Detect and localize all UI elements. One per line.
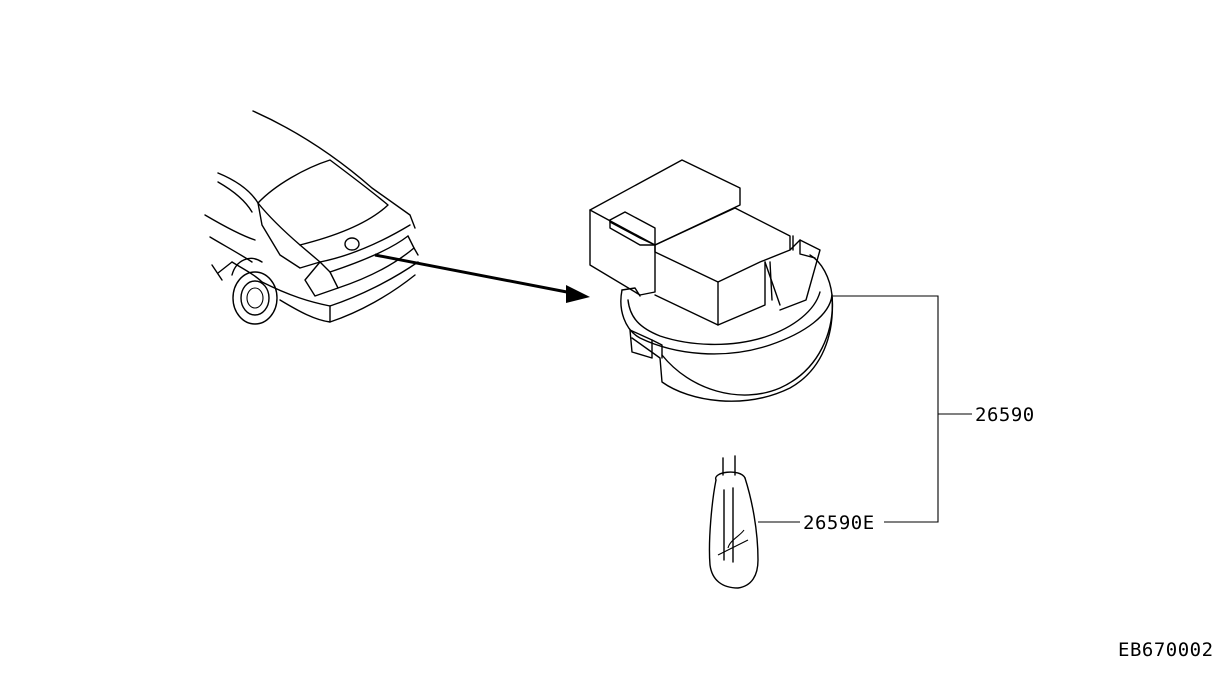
diagram-code: EB670002 bbox=[1118, 639, 1214, 661]
leader-lines bbox=[758, 295, 972, 523]
license-lamp-assembly bbox=[589, 159, 834, 402]
part-number-lamp-assembly: 26590 bbox=[975, 404, 1035, 426]
location-arrow bbox=[374, 253, 590, 303]
car-rear-illustration bbox=[204, 110, 419, 325]
wedge-bulb bbox=[708, 455, 759, 589]
part-number-bulb: 26590E bbox=[803, 512, 875, 534]
